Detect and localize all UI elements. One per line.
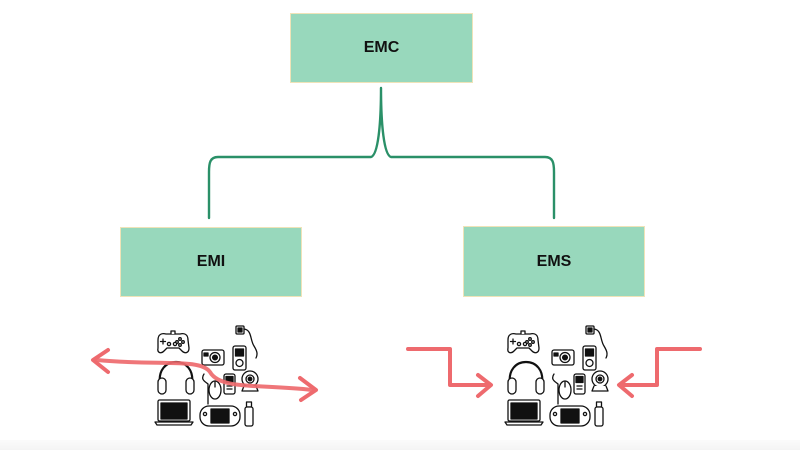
connector-bracket: [207, 86, 556, 220]
node-emi: EMI: [120, 227, 302, 297]
node-emc-label: EMC: [363, 39, 400, 56]
incoming-arrow-left: [406, 347, 493, 398]
interference-wave-arrow: [95, 358, 314, 392]
node-ems-label: EMS: [536, 252, 572, 270]
node-emi-label: EMI: [196, 253, 226, 270]
bottom-strip: [0, 440, 800, 450]
emi-illustration: [91, 324, 318, 428]
ems-illustration: [406, 324, 702, 428]
node-ems: EMS: [463, 226, 645, 297]
incoming-arrow-right: [617, 347, 702, 398]
arrowhead-right: [298, 376, 318, 402]
node-emc: EMC: [290, 13, 473, 83]
arrowhead-left: [91, 348, 110, 374]
